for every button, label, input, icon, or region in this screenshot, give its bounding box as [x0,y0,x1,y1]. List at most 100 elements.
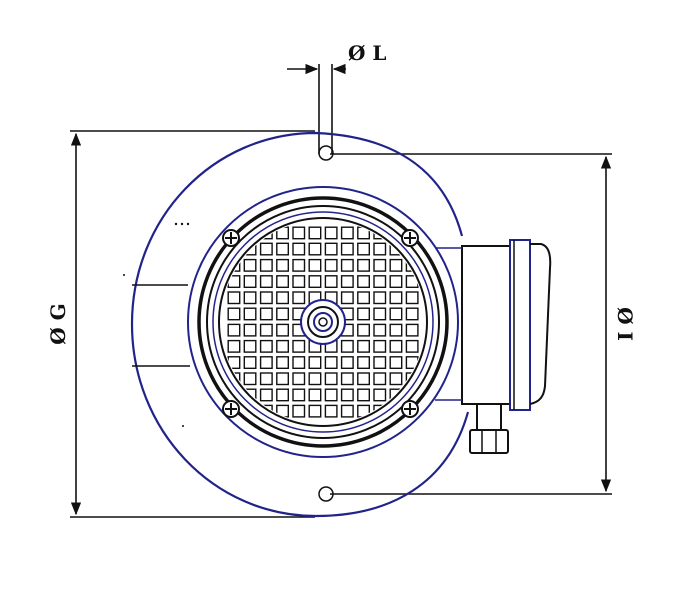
grille-opening [259,307,273,321]
dimension-l: Ø L [287,41,386,154]
grille-opening [389,275,403,288]
grille-opening [357,291,370,305]
grille-opening [227,323,241,337]
grille-opening [276,388,289,402]
grille-opening [292,291,306,305]
dimension-g: Ø G [46,130,315,518]
grille-opening [259,356,273,369]
grille-opening [373,323,387,337]
grille-opening [276,242,289,256]
grille-opening [357,258,370,272]
dimension-g-label: Ø G [46,303,70,344]
grille-opening [340,356,354,369]
grille-opening [308,388,322,402]
grille-opening [292,275,306,288]
grille-opening [357,242,370,256]
motor-housing [187,186,459,458]
grille-opening [259,372,273,386]
grille-opening [340,388,354,402]
dimension-l-label: Ø L [348,41,386,65]
grille-opening [340,404,354,418]
grille-opening [340,372,354,386]
grille-opening [227,339,241,353]
grille-opening [405,307,419,321]
screw-bottom-left [222,400,240,418]
grille-opening [389,258,403,272]
screw-bottom-right [401,400,419,418]
grille-opening [340,242,354,256]
cable-gland [469,403,509,454]
grille-opening [259,388,273,402]
grille-opening [324,258,338,272]
grille-opening [340,339,354,353]
grille-opening [405,339,419,353]
grille-opening [340,275,354,288]
grille-opening [324,388,338,402]
grille-opening [292,404,306,418]
grille-opening [308,372,322,386]
center-hub [300,299,346,345]
grille-opening [357,275,370,288]
grille-opening [259,275,273,288]
grille-opening [357,356,370,369]
grille-opening [259,323,273,337]
grille-opening [357,339,370,353]
grille-opening [276,323,289,337]
terminal-box [435,239,552,411]
grille-opening [243,323,257,337]
grille-opening [357,307,370,321]
grille-opening [357,388,370,402]
grille-opening [292,226,306,240]
grille-opening [259,258,273,272]
grille-opening [243,258,257,272]
grille-opening [373,356,387,369]
grille-opening [276,291,289,305]
grille-opening [324,404,338,418]
grille-opening [227,291,241,305]
grille-opening [308,242,322,256]
grille-opening [324,226,338,240]
grille-opening [373,242,387,256]
grille-opening [243,291,257,305]
grille-opening [243,356,257,369]
grille-opening [276,372,289,386]
grille-opening [389,339,403,353]
grille-opening [389,372,403,386]
grille-opening [276,356,289,369]
grille-opening [324,275,338,288]
grille-opening [324,242,338,256]
grille-opening [389,307,403,321]
mounting-flange [123,131,470,518]
screw-top-left [222,229,240,247]
grille-opening [276,307,289,321]
grille-opening [340,258,354,272]
grille-opening [389,323,403,337]
grille-opening [324,372,338,386]
grille-opening [308,356,322,369]
grille-opening [276,339,289,353]
grille-opening [373,388,387,402]
grille-opening [292,242,306,256]
grille-opening [292,372,306,386]
screw-top-right [401,229,419,247]
grille-opening [308,258,322,272]
grille-opening [389,291,403,305]
grille-opening [373,372,387,386]
grille-opening [405,291,419,305]
grille-opening [243,372,257,386]
grille-opening [259,291,273,305]
grille-opening [259,339,273,353]
grille-opening [308,275,322,288]
grille-opening [373,258,387,272]
grille-opening [357,323,370,337]
corner-screws [222,229,419,418]
grille-opening [308,404,322,418]
grille-opening [373,339,387,353]
grille-opening [373,275,387,288]
grille-opening [259,242,273,256]
grille-opening [308,226,322,240]
grille-opening [292,339,306,353]
grille-opening [276,258,289,272]
grille-opening [324,356,338,369]
